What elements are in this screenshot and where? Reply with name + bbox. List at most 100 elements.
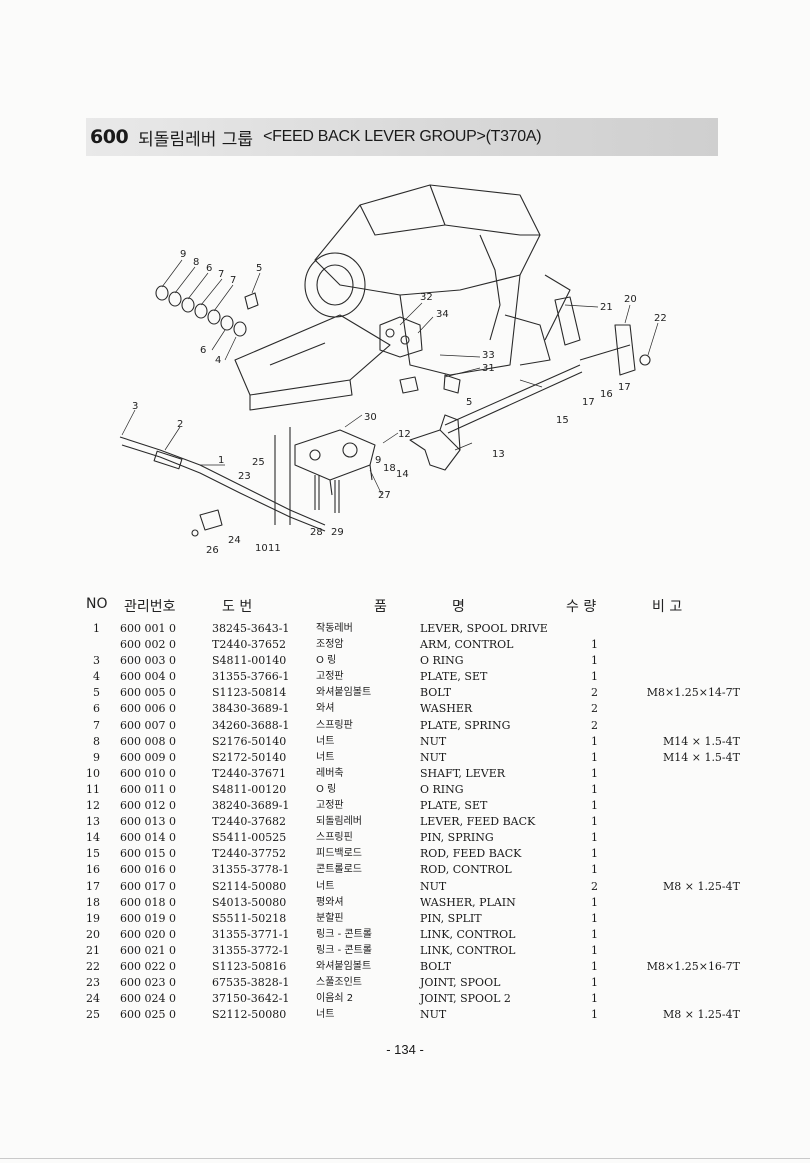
part-quantity: 1 — [591, 670, 598, 684]
part-quantity: 1 — [591, 734, 598, 748]
callout-label: 4 — [215, 355, 221, 366]
part-quantity: 1 — [591, 799, 598, 813]
callout-label: 1 — [218, 455, 224, 466]
part-name-korean: 링크 - 콘트롤 — [316, 928, 372, 940]
page-edge-line — [0, 1158, 810, 1159]
part-quantity: 1 — [591, 927, 598, 941]
part-row-number: 10 — [86, 766, 100, 780]
part-management-number: 600 024 0 — [120, 992, 176, 1006]
part-name-english: BOLT — [420, 686, 452, 700]
part-management-number: 600 008 0 — [120, 734, 176, 748]
callout-label: 30 — [364, 412, 377, 423]
part-drawing-number: 34260-3688-1 — [212, 718, 290, 732]
part-drawing-number: T2440-37682 — [212, 815, 287, 829]
column-header-part-no: 도 번 — [222, 599, 253, 615]
part-row-number: 18 — [86, 895, 100, 909]
part-drawing-number: S4811-00140 — [212, 654, 287, 668]
part-management-number: 600 016 0 — [120, 863, 176, 877]
callout-label: 21 — [600, 302, 613, 313]
part-name-korean: 스풀조인트 — [316, 977, 362, 989]
part-remark: M14 × 1.5-4T — [662, 734, 740, 748]
group-title-english: <FEED BACK LEVER GROUP>(T370A) — [263, 128, 542, 145]
part-quantity: 1 — [591, 1008, 598, 1022]
group-title-korean: 되돌림레버 그룹 — [138, 129, 254, 150]
part-name-korean: 링크 - 콘트롤 — [316, 944, 372, 956]
part-drawing-number: T2440-37752 — [212, 847, 287, 861]
part-name-korean: 되돌림레버 — [316, 816, 362, 828]
part-row-number: 22 — [86, 959, 100, 973]
part-name-english: PLATE, SET — [420, 670, 488, 684]
part-drawing-number: S2112-50080 — [212, 1008, 287, 1022]
part-name-korean: 조정암 — [316, 639, 344, 651]
part-row-number: 19 — [86, 911, 100, 925]
part-drawing-number: 31355-3766-1 — [212, 670, 290, 684]
part-remark: M8×1.25×14-7T — [646, 686, 740, 700]
part-row-number: 6 — [93, 702, 100, 716]
part-drawing-number: S4811-00120 — [212, 782, 287, 796]
part-name-english: WASHER — [420, 702, 473, 716]
part-row-number: 1 — [93, 622, 100, 635]
part-management-number: 600 001 0 — [120, 622, 176, 635]
part-quantity: 2 — [591, 879, 598, 893]
part-management-number: 600 002 0 — [120, 638, 176, 652]
part-name-english: PIN, SPRING — [420, 831, 494, 845]
callout-label: 17 — [582, 397, 595, 408]
part-name-english: NUT — [420, 879, 447, 893]
part-drawing-number: S5411-00525 — [212, 831, 287, 845]
callout-label: 16 — [600, 389, 613, 400]
part-quantity: 1 — [591, 992, 598, 1006]
part-drawing-number: S1123-50816 — [212, 959, 287, 973]
callout-label: 3 — [132, 401, 138, 412]
section-title-bar: 600 되돌림레버 그룹 <FEED BACK LEVER GROUP>(T37… — [86, 118, 718, 156]
part-remark: M8 × 1.25-4T — [662, 1008, 740, 1022]
part-name-korean: 레버축 — [316, 767, 344, 779]
part-quantity: 1 — [591, 750, 598, 764]
part-name-korean: O 링 — [316, 783, 337, 795]
part-management-number: 600 006 0 — [120, 702, 176, 716]
part-name-english: O RING — [420, 654, 464, 668]
part-management-number: 600 005 0 — [120, 686, 176, 700]
part-name-english: LEVER, SPOOL DRIVE — [420, 622, 548, 635]
part-management-number: 600 019 0 — [120, 911, 176, 925]
part-name-english: WASHER, PLAIN — [420, 895, 516, 909]
part-remark: M14 × 1.5-4T — [662, 750, 740, 764]
callout-label: 26 — [206, 545, 219, 556]
part-management-number: 600 012 0 — [120, 799, 176, 813]
part-name-korean: 피드백로드 — [316, 848, 362, 860]
column-header-remark: 비 고 — [652, 599, 683, 615]
callout-label: 15 — [556, 415, 569, 426]
part-name-english: NUT — [420, 1008, 447, 1022]
part-drawing-number: S5511-50218 — [212, 911, 287, 925]
part-drawing-number: 38245-3643-1 — [212, 622, 290, 635]
part-name-korean: 와셔붙임볼트 — [316, 687, 372, 699]
part-quantity: 1 — [591, 782, 598, 796]
part-management-number: 600 017 0 — [120, 879, 176, 893]
exploded-parts-diagram: 9 8 6 7 7 5 6 4 3 2 1 25 23 24 26 10 11 … — [100, 165, 700, 575]
callout-label: 34 — [436, 309, 449, 320]
part-drawing-number: 38240-3689-1 — [212, 799, 290, 813]
callout-label: 22 — [654, 313, 667, 324]
part-management-number: 600 003 0 — [120, 654, 176, 668]
part-name-korean: 너트 — [316, 880, 335, 892]
part-quantity: 1 — [591, 959, 598, 973]
part-name-english: JOINT, SPOOL — [420, 976, 501, 990]
part-quantity: 1 — [591, 638, 598, 652]
callout-label: 24 — [228, 535, 241, 546]
part-name-korean: 스프링핀 — [316, 832, 353, 844]
part-name-english: LINK, CONTROL — [420, 927, 516, 941]
part-quantity: 2 — [591, 702, 598, 716]
part-quantity: 1 — [591, 863, 598, 877]
callout-label: 23 — [238, 471, 251, 482]
part-drawing-number: S2172-50140 — [212, 750, 287, 764]
callout-label: 33 — [482, 350, 495, 361]
